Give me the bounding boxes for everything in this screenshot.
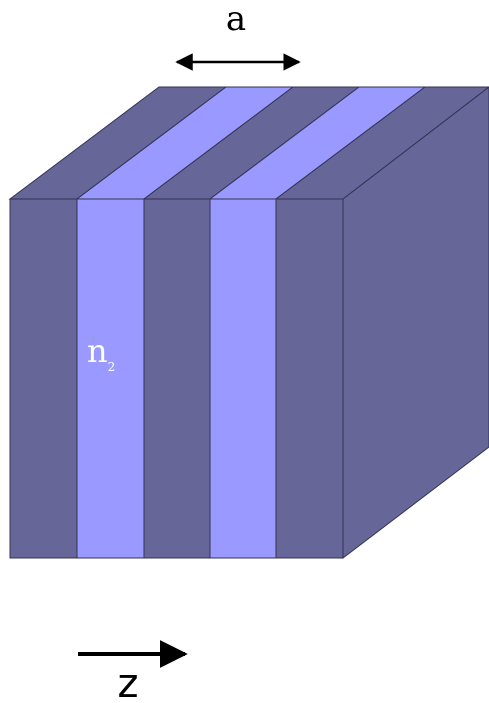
- refractive-index-label: n2: [87, 332, 115, 374]
- z-axis-label: z: [118, 661, 139, 703]
- index-base: n: [87, 332, 108, 370]
- layer-2: [76, 198, 145, 559]
- period-label: a: [226, 0, 246, 39]
- layer-3: [143, 198, 211, 559]
- front-face: [9, 198, 344, 559]
- layer-5: [275, 198, 344, 559]
- top-face: [8, 86, 489, 200]
- layer-1: [9, 198, 78, 559]
- layer-4: [209, 198, 277, 559]
- index-subscript: 2: [108, 360, 116, 374]
